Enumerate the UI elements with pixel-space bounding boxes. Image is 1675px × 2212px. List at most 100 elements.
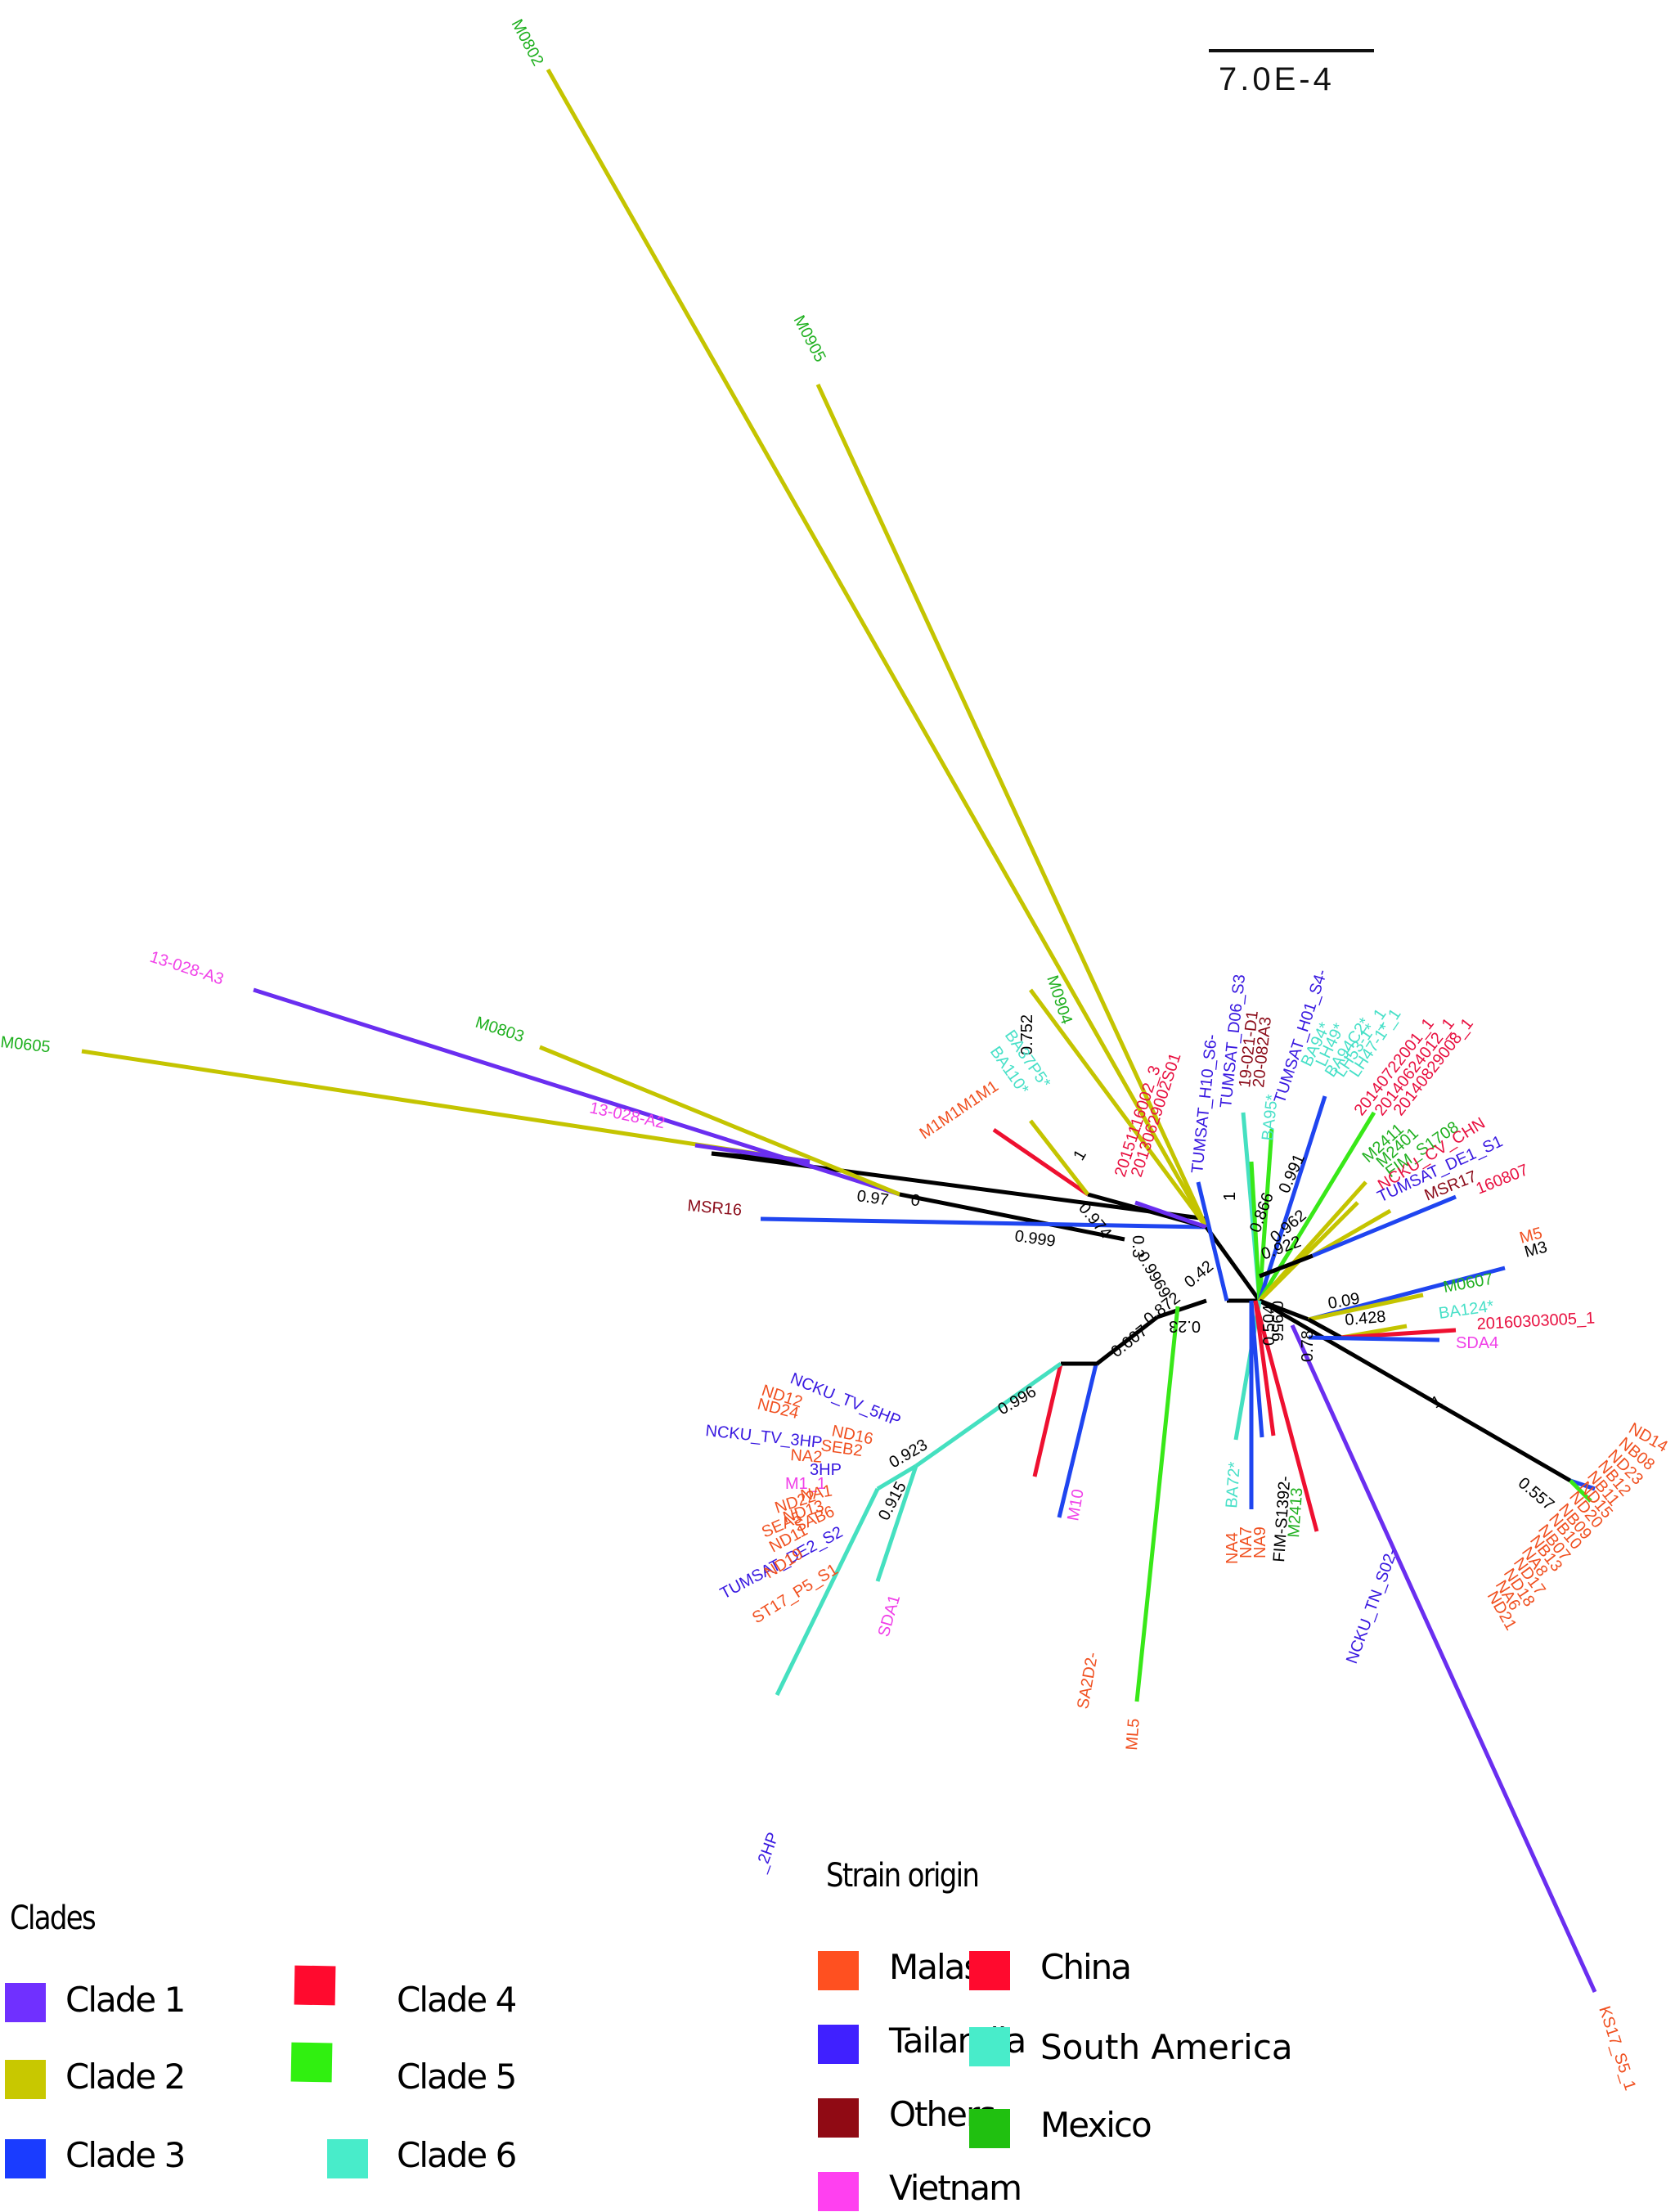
leaf-label: _2HP (752, 1830, 783, 1875)
leaf-label: M10 (1064, 1488, 1087, 1522)
clade6-branch (914, 1361, 1062, 1468)
leaf-label: SA2D2- (1074, 1651, 1102, 1711)
leaf-label: M0905 (790, 312, 829, 365)
clade3-branch (1257, 1095, 1327, 1302)
clade-2-swatch (5, 2060, 46, 2099)
leaf-label: M1M1M1M1 (916, 1077, 1001, 1143)
leaf-label: FIM-S1392- (1270, 1475, 1294, 1562)
internal-branch (1094, 1315, 1159, 1366)
clade2-branch (1308, 1293, 1424, 1322)
clade4-branch (1253, 1300, 1319, 1532)
clade5-branch (1134, 1306, 1180, 1702)
clade-2-label: Clade 2 (65, 2057, 186, 2097)
clade6-branch (875, 1465, 918, 1582)
leaf-label: KS17_S5_1 (1595, 2004, 1639, 2093)
support-value: 1 (1429, 1392, 1446, 1413)
vietnam-swatch (818, 2172, 859, 2211)
leaf-labels: M0802M0905M090413-028-A313-028-A2M0803M0… (0, 16, 1671, 2093)
clade4-branch (1253, 1300, 1276, 1436)
internal-branch (1156, 1298, 1207, 1320)
support-value: 0.504 (1260, 1305, 1278, 1346)
leaf-label: SDA4 (1456, 1334, 1498, 1352)
internal-branch (1204, 1225, 1262, 1302)
vietnam-label: Vietnam (889, 2168, 1022, 2208)
leaf-label: 13-028-A2 (588, 1099, 667, 1132)
clade-3-label: Clade 3 (65, 2135, 186, 2175)
internal-branch (1259, 1298, 1309, 1322)
clade3-branch (1308, 1335, 1440, 1342)
support-value: 0.923 (887, 1436, 931, 1472)
clade6-branch (876, 1463, 918, 1491)
clade-4-label: Clade 4 (397, 1980, 517, 2020)
china-swatch (969, 1951, 1010, 1990)
clade3-branch (1196, 1181, 1229, 1302)
clade6-branch (775, 1487, 880, 1697)
clade2-branch (1029, 1119, 1089, 1196)
clade5-branch (1569, 1479, 1592, 1503)
support-value: 0.752 (1018, 1014, 1036, 1055)
clade5-branch (1257, 1128, 1274, 1302)
clade4-branch (992, 1127, 1089, 1197)
clade-4-swatch (294, 1965, 336, 2006)
leaf-label: 3HP (810, 1461, 842, 1479)
support-value: 0.996 (995, 1382, 1040, 1418)
leaf-label: NA4 (1224, 1532, 1242, 1564)
internal-branch (1259, 1253, 1314, 1279)
clade-1-swatch (5, 1983, 46, 2022)
leaf-label: NA9 (1251, 1526, 1269, 1558)
leaf-label: M1_1 (785, 1475, 826, 1493)
support-value: 0.78 (1299, 1330, 1317, 1362)
scale-bar-label: 7.0E-4 (1219, 61, 1335, 97)
support-value: 0.42 (1181, 1257, 1217, 1292)
clade1-branch (1290, 1324, 1597, 1994)
clade3-branch (1312, 1194, 1457, 1258)
mexico-swatch (969, 2109, 1010, 2148)
leaf-label: M0607 (1442, 1270, 1494, 1297)
support-value: 0.607 (1108, 1322, 1152, 1361)
support-value: 0.956 (1268, 1301, 1286, 1342)
tailandia-swatch (818, 2025, 859, 2064)
south-america-swatch (969, 2027, 1010, 2066)
leaf-label: ML5 (1123, 1718, 1143, 1751)
leaf-label: M0802 (508, 16, 547, 69)
leaf-label: M2413 (1285, 1487, 1306, 1539)
internal-branch (1258, 1298, 1572, 1483)
leaf-label: 160807 (1474, 1161, 1531, 1198)
clade6-branch (1233, 1300, 1262, 1441)
clade-6-label: Clade 6 (397, 2135, 517, 2175)
clade2-branch (1258, 1201, 1359, 1302)
leaf-label: NCKU_TN_S02- (1343, 1546, 1401, 1666)
leaf-label: NCKU_TV_5HP (788, 1369, 903, 1430)
leaf-label: TUMSAT_H10_S6- (1188, 1033, 1221, 1174)
clade2-branch (1028, 988, 1209, 1229)
internal-branch (1307, 1317, 1343, 1340)
support-value: 1 (1070, 1147, 1090, 1164)
clade3-branch (1249, 1300, 1264, 1438)
leaf-label: M0904 (1043, 973, 1076, 1027)
clade3-branch (760, 1216, 1207, 1230)
clade-1-label: Clade 1 (65, 1980, 186, 2020)
clade2-branch (815, 383, 1209, 1229)
support-value: 0.428 (1345, 1308, 1387, 1329)
clade2-branch (546, 68, 1209, 1229)
support-value: 0.23 (1169, 1317, 1201, 1335)
clade-3-swatch (5, 2139, 46, 2178)
support-value: 0.3 (1129, 1235, 1147, 1258)
clade1-branch (253, 987, 900, 1197)
clade-6-swatch (327, 2139, 368, 2178)
support-value: 0 (909, 1191, 921, 1210)
support-value: 0.999 (1013, 1227, 1057, 1251)
leaf-label: M0605 (0, 1033, 52, 1056)
support-value: 0.991 (1275, 1151, 1308, 1196)
scale-bar (1209, 49, 1374, 52)
clade2-branch (81, 1049, 811, 1164)
clade2-branch (539, 1045, 900, 1197)
clade1-branch (1134, 1200, 1207, 1230)
leaf-label: MSR16 (687, 1197, 743, 1220)
leaf-label: SDA1 (875, 1593, 905, 1639)
leaf-label: BA72* (1223, 1461, 1244, 1508)
south-america-label: South America (1040, 2027, 1293, 2067)
leaf-label: NA2 (790, 1446, 823, 1467)
internal-branch (711, 1151, 1207, 1221)
